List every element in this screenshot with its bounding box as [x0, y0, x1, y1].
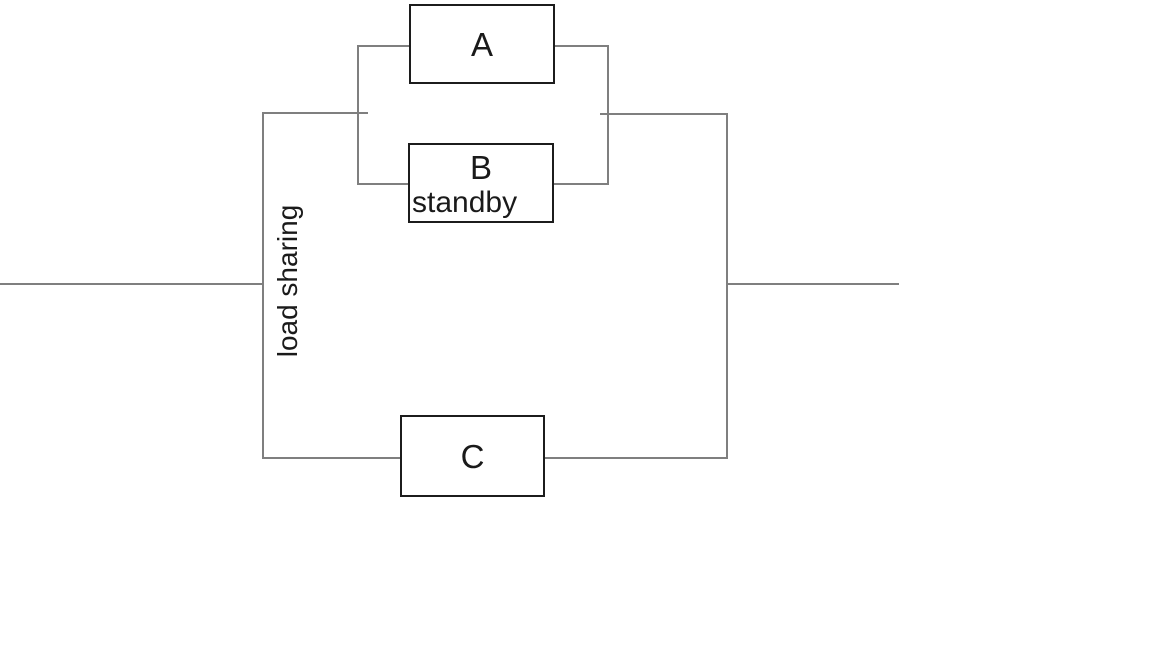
- load-sharing-label: load sharing: [272, 204, 303, 358]
- branch-right-horizontal-line: [600, 113, 728, 115]
- block-c-label: C: [460, 437, 485, 475]
- block-a: A: [409, 4, 555, 84]
- outer-right-vertical-line: [726, 113, 728, 459]
- output-line: [726, 283, 899, 285]
- block-b-sublabel: standby: [412, 186, 518, 219]
- outer-left-vertical-line: [262, 112, 264, 459]
- block-a-label: A: [470, 25, 493, 63]
- branch-left-horizontal-line: [262, 112, 368, 114]
- block-b-label: B: [469, 149, 492, 186]
- inner-right-vertical-line: [607, 45, 609, 184]
- block-b: B standby: [408, 143, 554, 223]
- input-line: [0, 283, 263, 285]
- inner-left-vertical-line: [357, 45, 359, 184]
- block-c: C: [400, 415, 545, 497]
